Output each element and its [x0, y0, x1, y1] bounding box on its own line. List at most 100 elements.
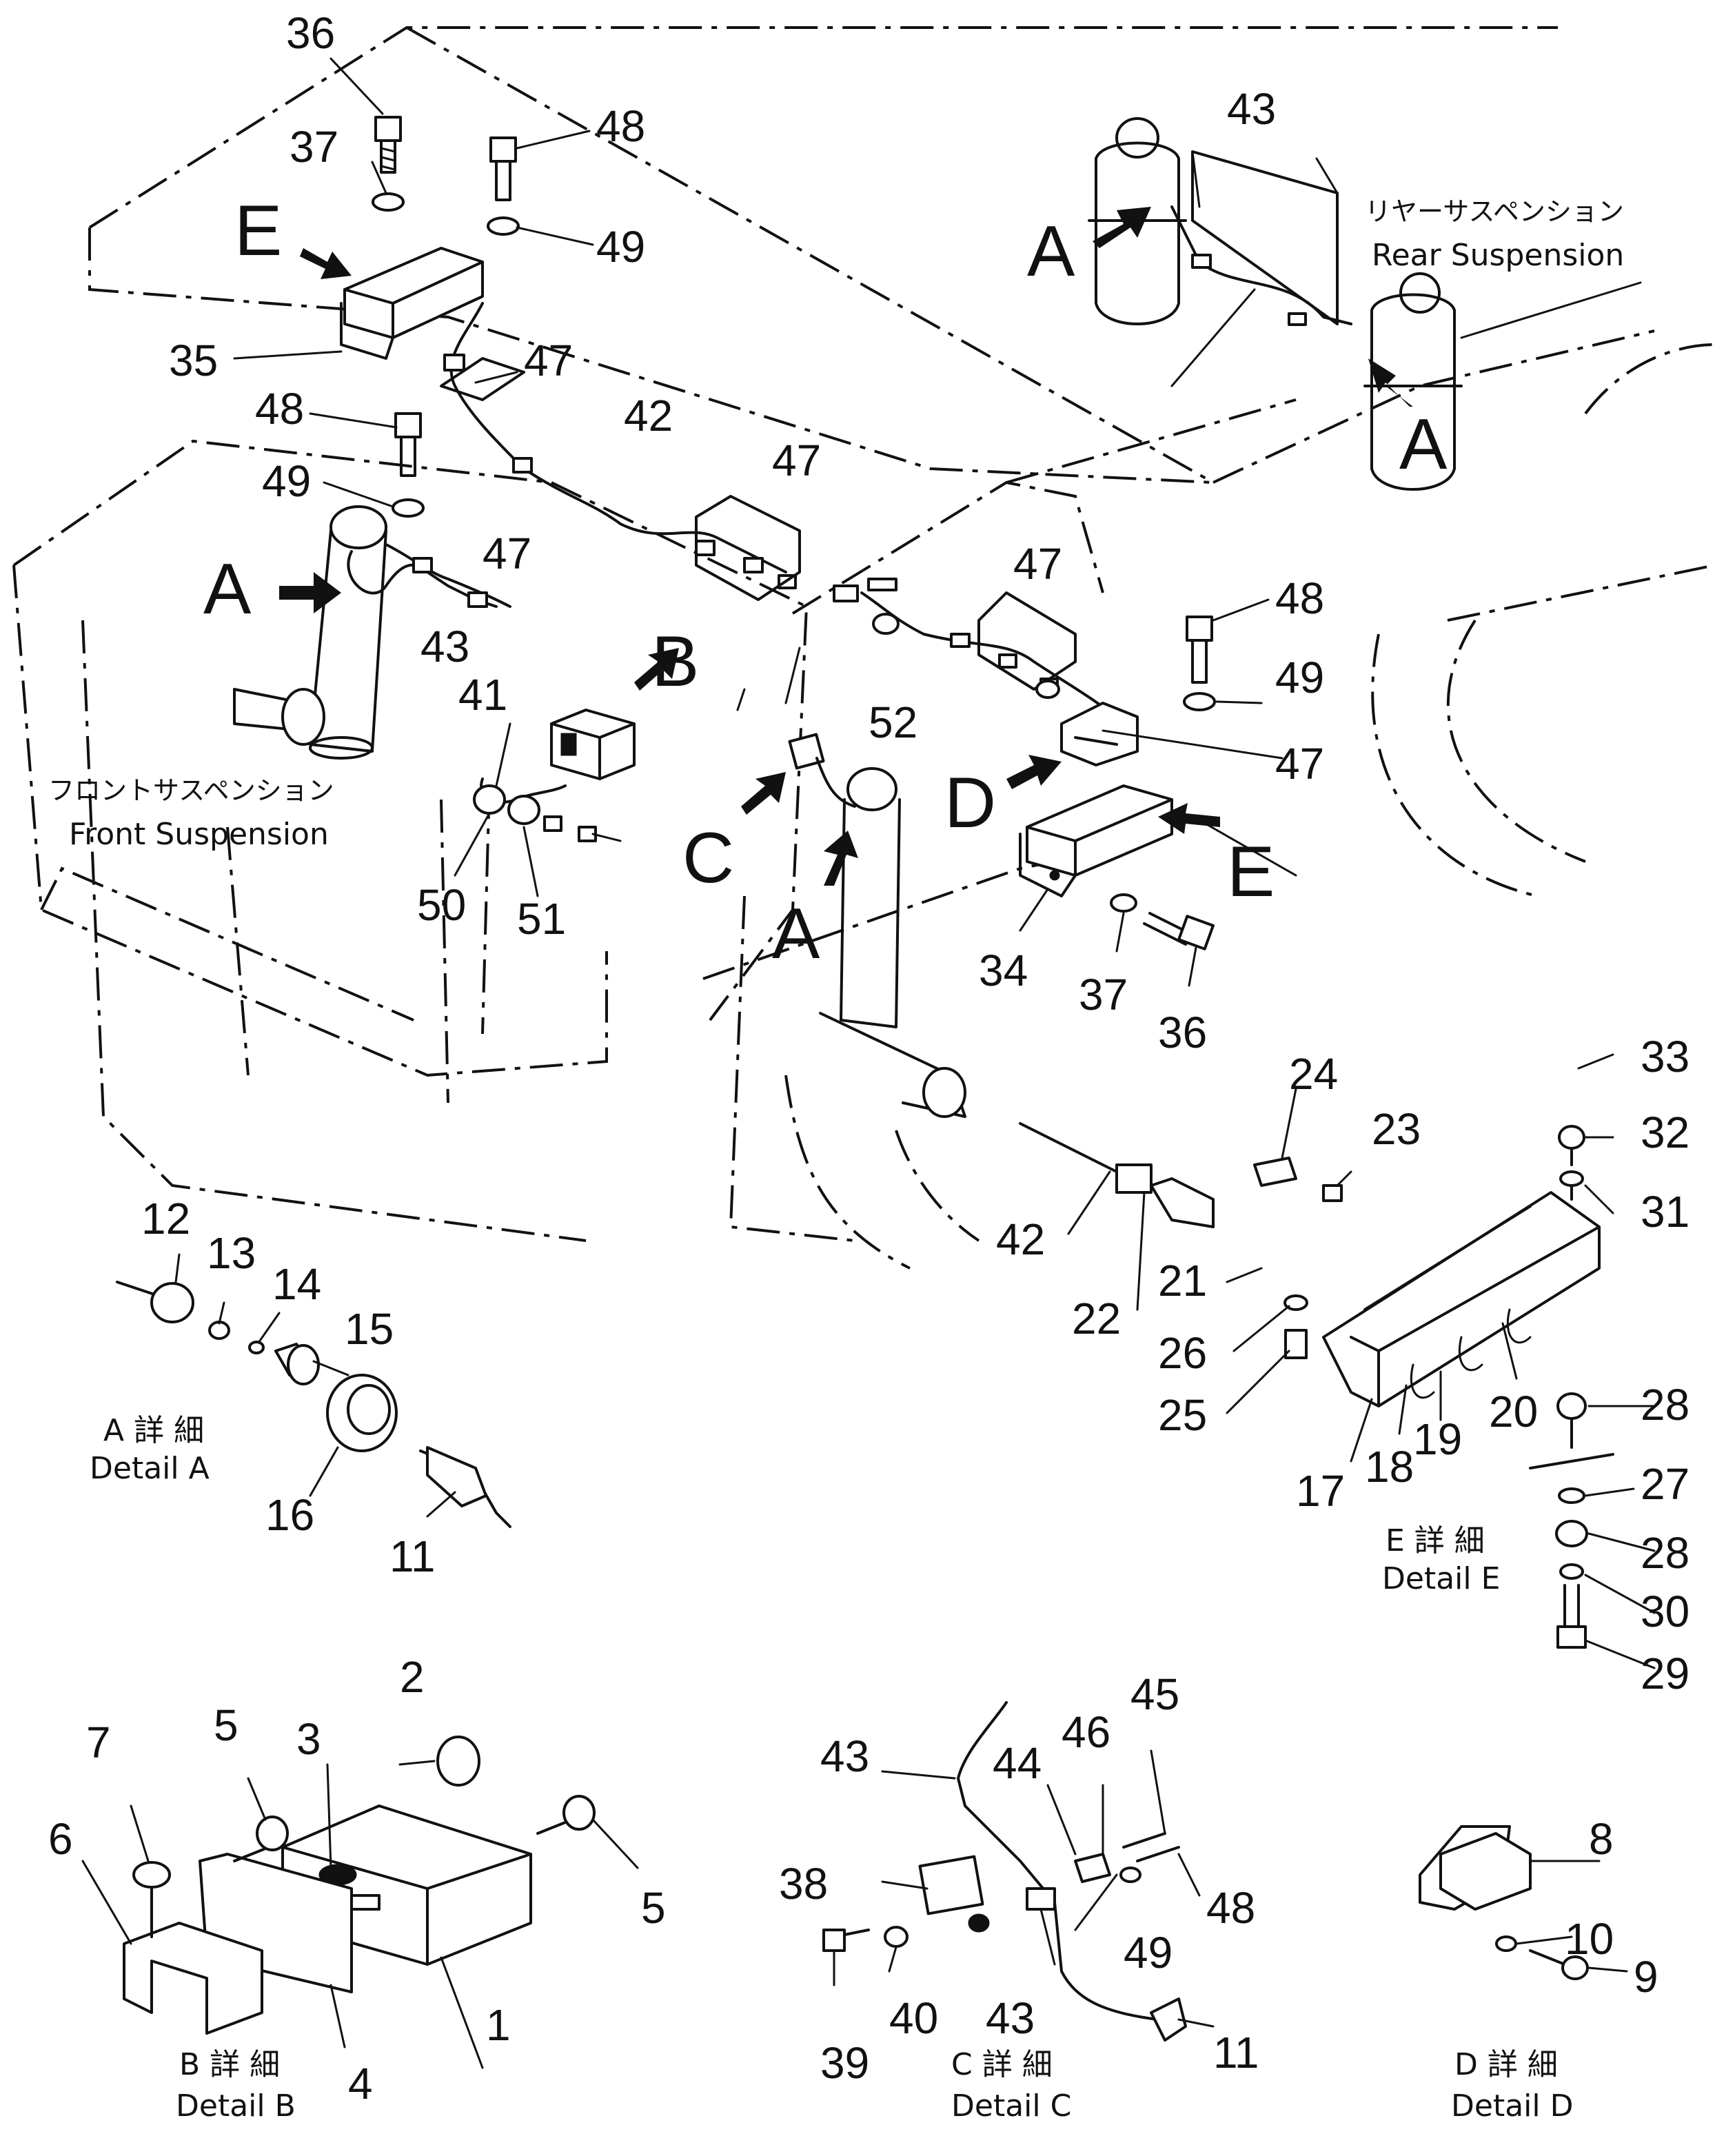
label-37-bottom: 37 [1079, 970, 1128, 1019]
captions: リヤーサスペンション Rear Suspension フロントサスペンション F… [48, 196, 1624, 2124]
label-52: 52 [869, 698, 917, 747]
label-43-c-bottom: 43 [986, 1993, 1035, 2043]
label-5-left: 5 [214, 1700, 239, 1750]
arrow-b [634, 648, 679, 691]
label-10: 10 [1565, 1914, 1614, 1964]
caption-detail-e-jp: E 詳 細 [1386, 1523, 1485, 1558]
label-47-upper-mid: 47 [772, 436, 821, 485]
label-19: 19 [1413, 1414, 1462, 1464]
view-letter-a-rear-left: A [1027, 212, 1075, 292]
washer-37-bottom [1110, 893, 1137, 913]
label-49-top: 49 [596, 222, 645, 272]
detail-a-exploded [116, 1281, 511, 1528]
device-d-assembly [1060, 702, 1139, 766]
caption-detail-b-en: Detail B [176, 2088, 296, 2124]
view-letter-a-rear-right: A [1399, 405, 1448, 485]
bolt-48-top [489, 136, 517, 201]
detail-d-exploded [1419, 1825, 1589, 1980]
caption-detail-d-en: Detail D [1451, 2088, 1573, 2124]
label-42-detail: 42 [996, 1214, 1045, 1264]
label-28-b: 28 [1641, 1528, 1689, 1578]
rear-suspension-cylinder-right [1363, 272, 1463, 491]
view-letter-a-front-left: A [203, 549, 252, 629]
view-letter-e-top: E [234, 191, 282, 271]
label-15: 15 [345, 1304, 394, 1354]
caption-detail-e-en: Detail E [1382, 1561, 1500, 1596]
label-14: 14 [272, 1259, 321, 1309]
bolt-36-bottom [1143, 912, 1215, 950]
arrow-a-left [279, 572, 341, 613]
label-30: 30 [1641, 1587, 1689, 1636]
label-25: 25 [1158, 1390, 1207, 1440]
label-48-mid: 48 [255, 384, 304, 434]
caption-detail-a-jp: A 詳 細 [103, 1413, 204, 1448]
label-3: 3 [296, 1714, 321, 1764]
caption-detail-b-jp: B 詳 細 [179, 2047, 280, 2082]
caption-detail-c-jp: C 詳 細 [951, 2047, 1053, 2082]
label-1: 1 [486, 2000, 511, 2050]
label-20: 20 [1489, 1387, 1538, 1436]
caption-front-suspension-en: Front Suspension [69, 817, 329, 852]
leader-lines [81, 57, 1656, 2069]
label-26: 26 [1158, 1328, 1207, 1378]
caption-detail-a-en: Detail A [90, 1451, 210, 1486]
controller-b-assembly [473, 709, 636, 842]
main-harness [385, 302, 1132, 732]
view-letter-e-right: E [1227, 832, 1275, 912]
label-11-c: 11 [1213, 2028, 1259, 2077]
label-33: 33 [1641, 1032, 1689, 1081]
caption-detail-d-jp: D 詳 細 [1454, 2047, 1558, 2082]
label-18: 18 [1365, 1442, 1414, 1492]
label-28-a: 28 [1641, 1380, 1689, 1430]
label-4: 4 [348, 2059, 373, 2108]
label-29: 29 [1641, 1649, 1689, 1698]
label-12: 12 [141, 1194, 190, 1243]
rear-suspension-harness [1170, 150, 1352, 387]
washer-37-top [372, 192, 405, 212]
washer-49-mid [392, 498, 425, 518]
relay-box-e-front [1019, 784, 1173, 897]
label-43-front: 43 [420, 622, 469, 671]
label-31: 31 [1641, 1187, 1689, 1237]
label-44: 44 [993, 1738, 1042, 1788]
label-47-right: 47 [1275, 739, 1324, 789]
label-48-top: 48 [596, 101, 645, 151]
view-letter-d: D [944, 763, 996, 843]
front-left-sensor-harness [347, 550, 498, 608]
label-34: 34 [979, 946, 1028, 995]
washer-49-right [1183, 692, 1216, 711]
label-13: 13 [207, 1228, 256, 1278]
caption-rear-suspension-en: Rear Suspension [1372, 238, 1624, 273]
label-24: 24 [1289, 1049, 1338, 1099]
label-47-top: 47 [524, 336, 573, 385]
label-11-a: 11 [389, 1532, 435, 1581]
label-49-c: 49 [1124, 1928, 1173, 1977]
part-numbers: 36 37 48 49 3 5 47 48 42 49 47 47 43 4 1 4… [48, 8, 1689, 2108]
rear-suspension-cylinder-left [1088, 117, 1187, 325]
label-43-c-top: 43 [820, 1731, 869, 1781]
front-suspension-cylinder-left [233, 505, 387, 760]
view-arrows [279, 207, 1413, 886]
label-36-top: 36 [286, 8, 335, 58]
label-51: 51 [517, 894, 566, 944]
label-8: 8 [1589, 1814, 1614, 1864]
label-49-mid: 49 [262, 456, 311, 506]
label-21: 21 [1158, 1256, 1207, 1305]
label-42-main: 42 [624, 391, 673, 440]
label-17: 17 [1296, 1466, 1345, 1516]
label-2: 2 [400, 1652, 425, 1702]
detail-c-exploded [822, 1701, 1187, 2042]
caption-detail-c-en: Detail C [951, 2088, 1071, 2124]
washer-49-top [487, 216, 520, 236]
label-22: 22 [1072, 1294, 1121, 1343]
front-suspension-cylinder-right [819, 767, 966, 1118]
label-48-right: 48 [1275, 573, 1324, 623]
label-50: 50 [417, 880, 466, 930]
view-letters: E A A A B C D A E [203, 191, 1448, 974]
label-5-right: 5 [641, 1883, 666, 1933]
bolt-48-right [1186, 616, 1213, 684]
arrow-e-right [1158, 803, 1220, 834]
label-40: 40 [889, 1993, 938, 2043]
arrow-a-front-right [824, 831, 858, 886]
label-9: 9 [1634, 1952, 1658, 2002]
